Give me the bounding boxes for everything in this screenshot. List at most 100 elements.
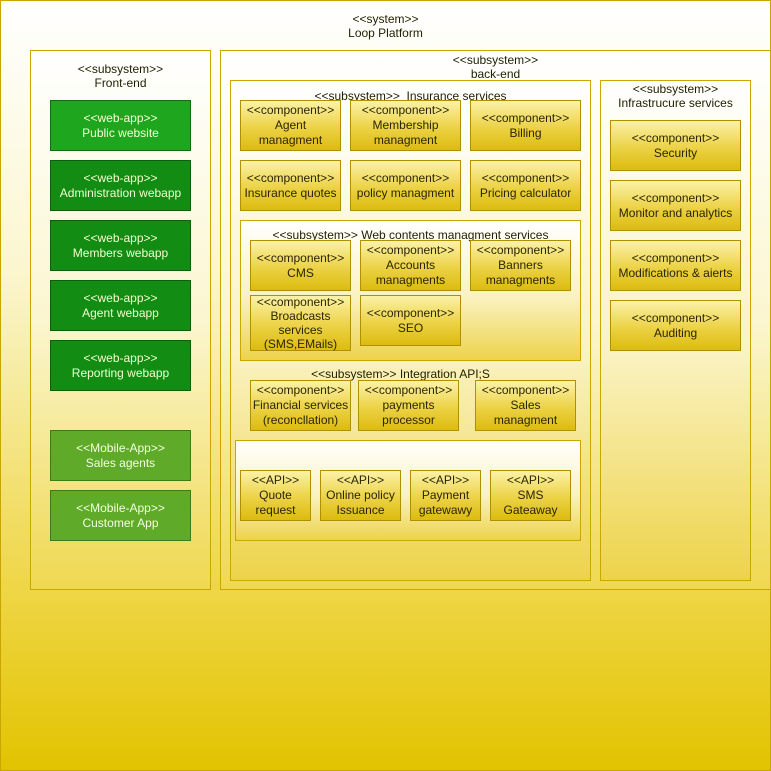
infrastructure-title: <<subsystem>> Infrastrucure services	[601, 82, 750, 110]
component-name-line1: Accounts	[385, 258, 436, 272]
mobileapp-customer[interactable]: <<Mobile-App>> Customer App	[50, 490, 191, 541]
component-accounts-managments[interactable]: <<component>> Accounts managments	[360, 240, 461, 291]
api-name-line2: request	[255, 503, 296, 517]
component-stereotype: <<component>>	[364, 383, 453, 397]
webapp-administration[interactable]: <<web-app>> Administration webapp	[50, 160, 191, 211]
component-name-line1: policy managment	[356, 185, 455, 200]
component-auditing[interactable]: <<component>> Auditing	[610, 300, 741, 351]
webapp-name: Reporting webapp	[71, 365, 170, 380]
webapp-public-website[interactable]: <<web-app>> Public website	[50, 100, 191, 151]
component-modifications-alerts[interactable]: <<component>> Modifications & aierts	[610, 240, 741, 291]
webapp-stereotype: <<web-app>>	[83, 230, 158, 245]
component-stereotype: <<component>>	[631, 310, 720, 325]
component-name-line1: CMS	[287, 265, 314, 280]
component-stereotype: <<component>>	[481, 110, 570, 125]
component-name-line1: Sales	[510, 398, 541, 412]
component-name-line1: Pricing calculator	[479, 185, 572, 200]
component-stereotype: <<component>>	[631, 130, 720, 145]
component-name-line2: managment	[258, 133, 323, 147]
component-stereotype: <<component>>	[361, 170, 450, 185]
api-name-line1: Quote	[259, 488, 292, 502]
component-stereotype: <<component>>	[256, 295, 345, 309]
component-name-line2: services	[278, 323, 323, 337]
component-payments-processor[interactable]: <<component>> payments processor	[358, 380, 459, 431]
webapp-stereotype: <<web-app>>	[83, 170, 158, 185]
component-banners-managments[interactable]: <<component>> Banners managments	[470, 240, 571, 291]
component-name: Modifications & aierts	[618, 265, 733, 280]
component-sales-managment[interactable]: <<component>> Sales managment	[475, 380, 576, 431]
webapp-members[interactable]: <<web-app>> Members webapp	[50, 220, 191, 271]
webapp-name: Members webapp	[72, 245, 169, 260]
mobileapp-name: Sales agents	[85, 455, 156, 470]
api-online-policy-issuance[interactable]: <<API>> Online policy Issuance	[320, 470, 401, 521]
api-name-line2: Issuance	[336, 503, 385, 517]
frontend-name: Front-end	[94, 76, 147, 90]
web-contents-title: <<subsystem>> Web contents managment ser…	[272, 228, 549, 242]
api-name-line1: Payment	[421, 488, 470, 502]
backend-stereotype: <<subsystem>>	[452, 53, 539, 67]
component-name-line2: managment	[373, 133, 438, 147]
api-stereotype: <<API>>	[421, 473, 470, 487]
component-insurance-quotes[interactable]: <<component>> Insurance quotes	[240, 160, 341, 211]
component-security[interactable]: <<component>> Security	[610, 120, 741, 171]
component-name: Security	[653, 145, 698, 160]
mobileapp-name: Customer App	[82, 515, 159, 530]
api-stereotype: <<API>>	[506, 473, 555, 487]
webapp-stereotype: <<web-app>>	[83, 110, 158, 125]
system-stereotype: <<system>>	[352, 12, 419, 26]
infrastructure-name: Infrastrucure services	[618, 96, 733, 110]
component-stereotype: <<component>>	[476, 243, 565, 257]
component-broadcasts-services[interactable]: <<component>> Broadcasts services (SMS,E…	[250, 295, 351, 351]
api-quote-request[interactable]: <<API>> Quote request	[240, 470, 311, 521]
component-name-line2: managment	[493, 413, 558, 427]
component-name-line1: SEO	[397, 320, 424, 335]
component-name-line1: Billing	[509, 125, 542, 140]
system-title: <<system>> Loop Platform	[1, 12, 770, 40]
component-name: Auditing	[653, 325, 698, 340]
webapp-name: Administration webapp	[59, 185, 182, 200]
component-financial-services[interactable]: <<component>> Financial services (reconc…	[250, 380, 351, 431]
component-cms[interactable]: <<component>> CMS	[250, 240, 351, 291]
component-name-line1: Broadcasts	[270, 309, 331, 323]
backend-name: back-end	[470, 67, 521, 81]
mobileapp-stereotype: <<Mobile-App>>	[76, 440, 165, 455]
component-billing[interactable]: <<component>> Billing	[470, 100, 581, 151]
api-sms-gateway[interactable]: <<API>> SMS Gateaway	[490, 470, 571, 521]
component-stereotype: <<component>>	[256, 383, 345, 397]
webapp-reporting[interactable]: <<web-app>> Reporting webapp	[50, 340, 191, 391]
component-pricing-calculator[interactable]: <<component>> Pricing calculator	[470, 160, 581, 211]
component-name-line2: (reconcllation)	[262, 413, 339, 427]
frontend-title: <<subsystem>> Front-end	[31, 62, 210, 90]
component-name-line1: Insurance quotes	[244, 185, 337, 200]
component-name-line2: managments	[485, 273, 556, 287]
component-membership-managment[interactable]: <<component>> Membership managment	[350, 100, 461, 151]
insurance-title: <<subsystem>> Insurance services	[314, 89, 507, 103]
webapp-stereotype: <<web-app>>	[83, 350, 158, 365]
component-stereotype: <<component>>	[361, 103, 450, 117]
component-stereotype: <<component>>	[246, 103, 335, 117]
api-name-line1: SMS	[517, 488, 544, 502]
component-name-line1: Financial services	[252, 398, 349, 412]
webapp-name: Agent webapp	[82, 305, 159, 320]
api-name-line1: Online policy	[326, 488, 395, 502]
api-payment-gateway[interactable]: <<API>> Payment gatewawy	[410, 470, 481, 521]
component-name: Monitor and analytics	[618, 205, 733, 220]
webapp-agent[interactable]: <<web-app>> Agent webapp	[50, 280, 191, 331]
mobileapp-stereotype: <<Mobile-App>>	[76, 500, 165, 515]
component-agent-managment[interactable]: <<component>> Agent managment	[240, 100, 341, 151]
component-policy-managment[interactable]: <<component>> policy managment	[350, 160, 461, 211]
component-stereotype: <<component>>	[366, 243, 455, 257]
webapp-stereotype: <<web-app>>	[83, 290, 158, 305]
component-name-line3: (SMS,EMails)	[263, 337, 338, 351]
component-stereotype: <<component>>	[481, 383, 570, 397]
component-stereotype: <<component>>	[481, 170, 570, 185]
component-name-line2: managments	[375, 273, 446, 287]
webapp-name: Public website	[82, 125, 159, 140]
mobileapp-sales-agents[interactable]: <<Mobile-App>> Sales agents	[50, 430, 191, 481]
component-name-line1: Membership	[372, 118, 439, 132]
api-name-line2: gatewawy	[418, 503, 473, 517]
component-name-line1: Banners	[498, 258, 543, 272]
component-seo[interactable]: <<component>> SEO	[360, 295, 461, 346]
component-monitor-analytics[interactable]: <<component>> Monitor and analytics	[610, 180, 741, 231]
system-name: Loop Platform	[348, 26, 423, 40]
